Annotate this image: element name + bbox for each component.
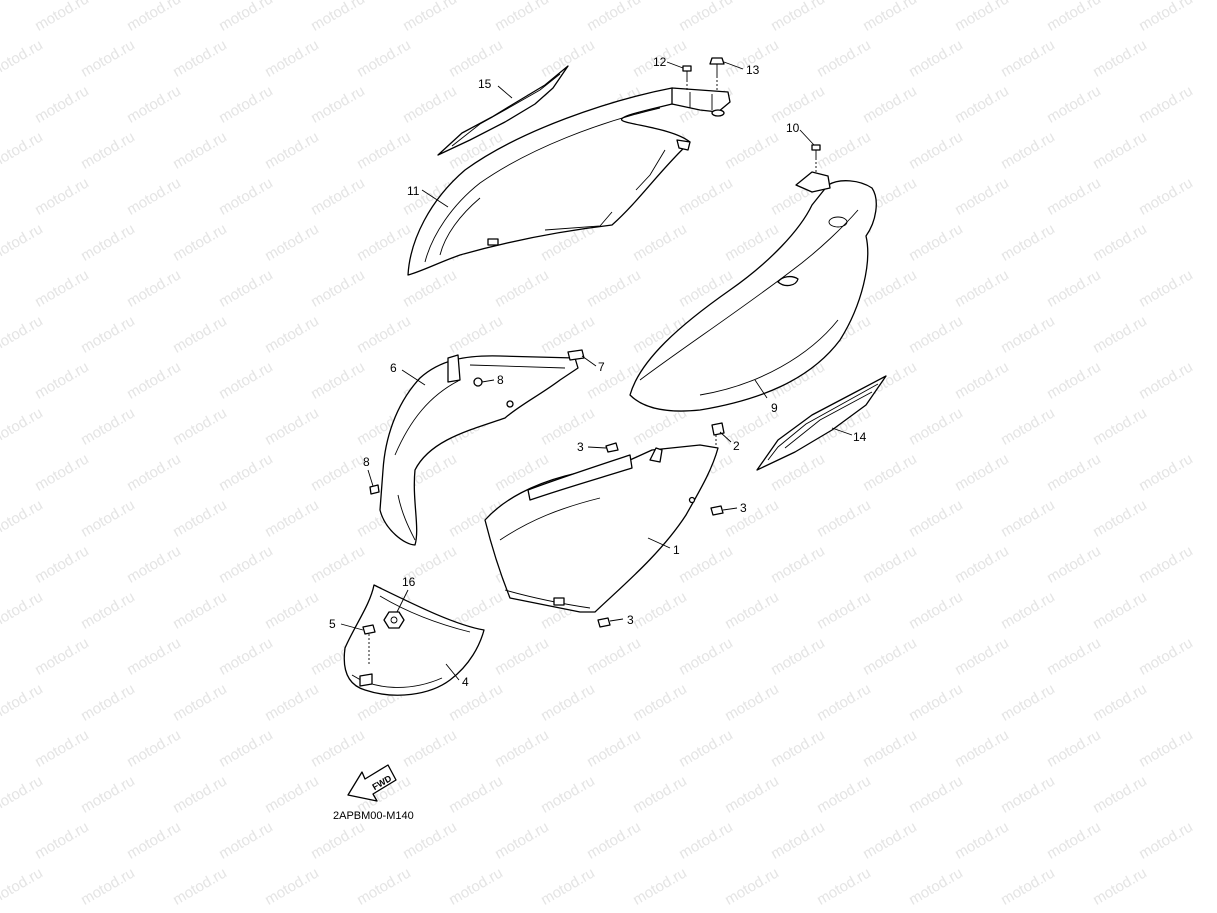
callout-11: 11: [407, 184, 420, 198]
part-6-inner-panel[interactable]: [379, 354, 579, 546]
part-8-screw-b[interactable]: [369, 484, 380, 495]
callout-5: 5: [329, 617, 336, 631]
part-3-screw-a[interactable]: [605, 442, 619, 453]
fwd-arrow-icon: FWD: [347, 764, 397, 802]
callout-8a: 8: [497, 373, 504, 387]
part-2-clip[interactable]: [711, 422, 725, 446]
callout-3b: 3: [740, 501, 747, 515]
callout-2: 2: [733, 439, 740, 453]
callout-16: 16: [402, 575, 416, 589]
part-16-nut[interactable]: [383, 611, 405, 629]
part-15-decal[interactable]: [437, 65, 569, 156]
diagram-code: 2APBM00-M140: [333, 810, 414, 822]
callout-15: 15: [478, 77, 492, 91]
callout-3a: 3: [577, 440, 584, 454]
part-12-screw[interactable]: [682, 65, 692, 92]
callout-12: 12: [653, 55, 667, 69]
part-7-clip[interactable]: [567, 349, 585, 361]
callout-7: 7: [598, 360, 605, 374]
part-9-side-cover[interactable]: [629, 171, 877, 412]
callout-10: 10: [786, 121, 800, 135]
callout-labels: 15 11 12 13 10 6 7 8 8 9 14 2 3 3 1 3 16…: [329, 55, 867, 689]
callout-6: 6: [390, 361, 397, 375]
part-3-screw-b[interactable]: [710, 505, 724, 516]
callout-4: 4: [462, 675, 469, 689]
leader-lines: [340, 61, 853, 681]
part-bracket-rear: [671, 87, 731, 117]
part-8-screw-a[interactable]: [473, 377, 483, 387]
part-11-side-cover-upper[interactable]: [407, 87, 701, 276]
part-14-decal[interactable]: [756, 375, 887, 471]
part-13-bolt[interactable]: [709, 57, 725, 92]
part-10-screw[interactable]: [811, 144, 821, 172]
part-1-side-cover-lower[interactable]: [484, 444, 719, 613]
part-5-screw[interactable]: [362, 624, 376, 665]
callout-1: 1: [673, 543, 680, 557]
callout-13: 13: [746, 63, 760, 77]
part-3-screw-c[interactable]: [597, 617, 611, 628]
callout-3c: 3: [627, 613, 634, 627]
callout-14: 14: [853, 430, 867, 444]
callout-9: 9: [771, 401, 778, 415]
callout-8b: 8: [363, 455, 370, 469]
